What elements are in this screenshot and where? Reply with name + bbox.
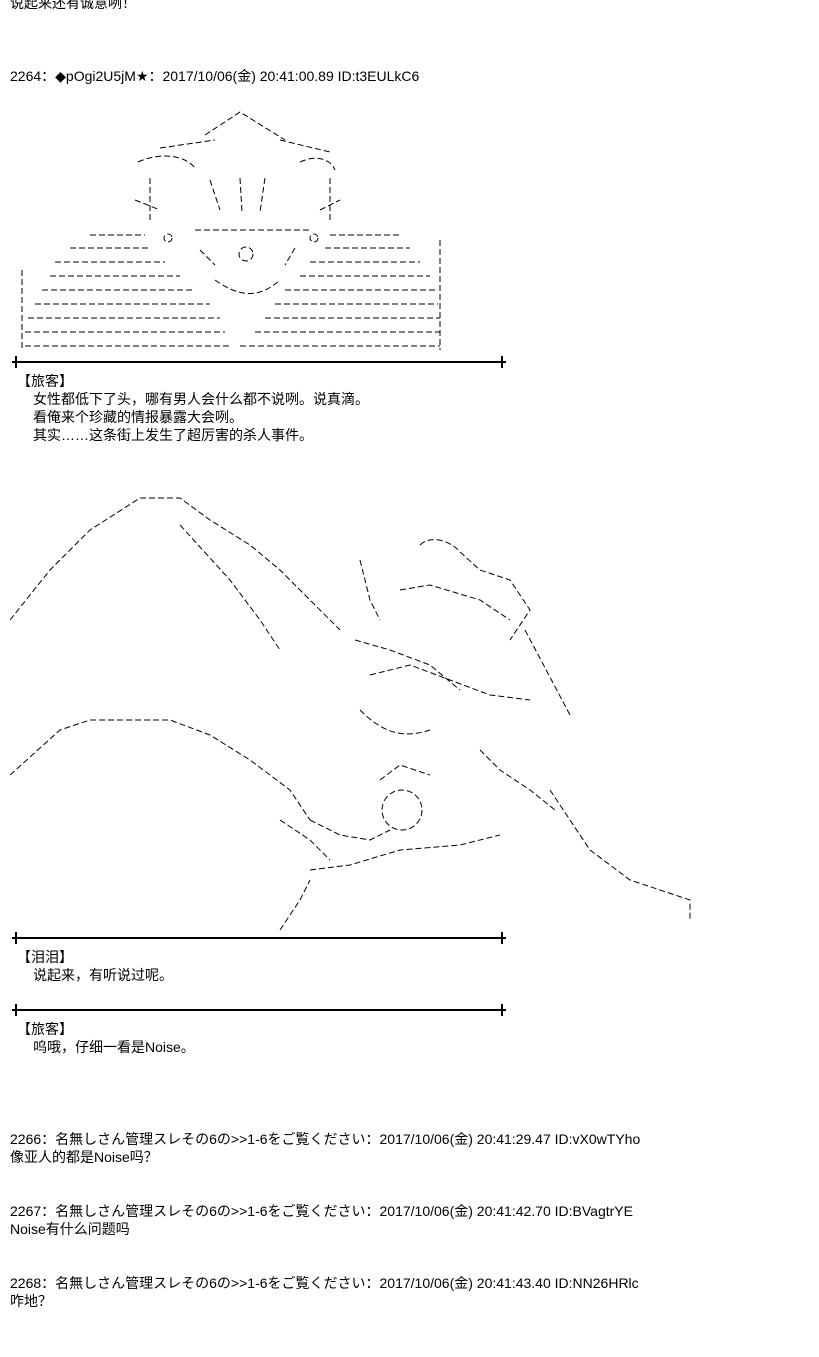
dialog-line: 女性都低下了头，哪有男人会什么都不说咧。说真滴。 (33, 391, 369, 407)
post-header-2266: 2266：名無しさん管理スレその6の>>1-6をご覧ください：2017/10/0… (10, 1131, 641, 1147)
dialog-line: 说起来，有听说过呢。 (33, 967, 173, 983)
post-body-2266: 像亚人的都是Noise吗？ (10, 1149, 158, 1165)
ascii-art-figure-landscape (10, 490, 700, 930)
speaker-name: 【旅客】 (17, 373, 73, 389)
speaker-name: 【旅客】 (17, 1021, 73, 1037)
dialog-leilei: 【泪泪】 说起来，有听说过呢。 (17, 948, 173, 984)
dialog-line: 看俺来个珍藏的情报暴露大会咧。 (33, 409, 243, 425)
dialog-traveler-1: 【旅客】 女性都低下了头，哪有男人会什么都不说咧。说真滴。 看俺来个珍藏的情报暴… (17, 372, 369, 444)
post-body-2267: Noise有什么问题吗 (10, 1221, 130, 1237)
post-header-2264: 2264：◆pOgi2U5jM★：2017/10/06(金) 20:41:00.… (10, 68, 420, 84)
top-text-line: 说起来还有诚意咧！ (10, 0, 136, 11)
dialog-traveler-2: 【旅客】 呜哦，仔细一看是Noise。 (17, 1020, 195, 1056)
post-body-2268: 咋地？ (10, 1293, 52, 1309)
speaker-name: 【泪泪】 (17, 949, 73, 965)
dialog-line: 其实……这条街上发生了超厉害的杀人事件。 (33, 427, 313, 443)
divider-2 (12, 932, 506, 944)
dialog-line: 呜哦，仔细一看是Noise。 (33, 1039, 195, 1055)
post-header-2267: 2267：名無しさん管理スレその6の>>1-6をご覧ください：2017/10/0… (10, 1203, 633, 1219)
divider-3 (12, 1004, 506, 1016)
ascii-art-traveler-hat (10, 100, 460, 355)
post-header-2268: 2268：名無しさん管理スレその6の>>1-6をご覧ください：2017/10/0… (10, 1275, 639, 1291)
divider-1 (12, 356, 506, 368)
